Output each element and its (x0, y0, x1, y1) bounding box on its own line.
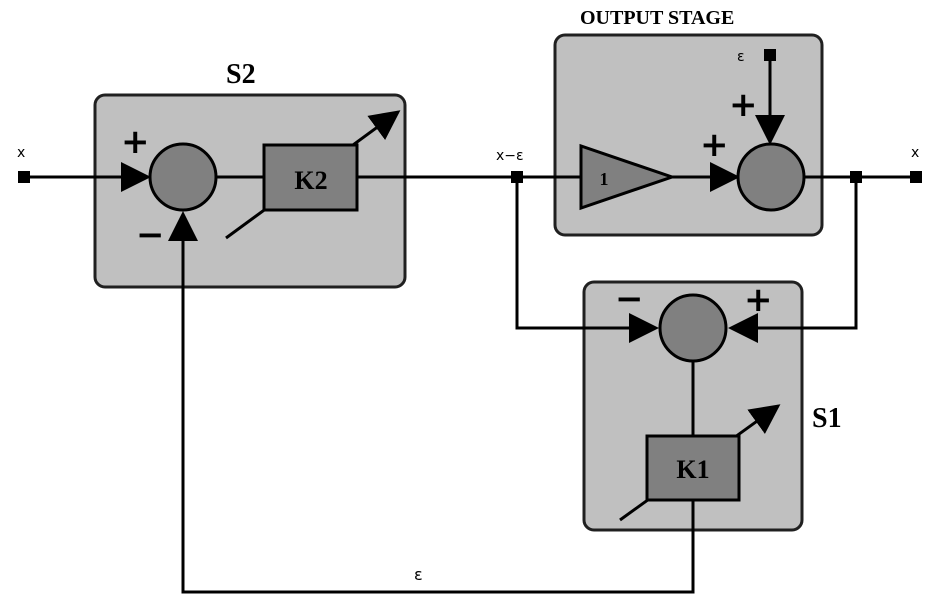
output-plus-left-sign: + (700, 125, 729, 165)
mid-node (511, 171, 523, 183)
mid-signal-label: x−ε (496, 148, 524, 164)
s1-summing-junction (658, 293, 728, 363)
amplifier-triangle (579, 143, 677, 211)
s2-summing-junction (148, 142, 218, 212)
input-signal-label: x (17, 145, 25, 161)
amplifier-gain-label: 1 (600, 169, 609, 189)
output-stage-title: OUTPUT STAGE (580, 7, 734, 29)
s1-title: S1 (812, 403, 842, 434)
s1-plus-sign: + (744, 280, 773, 320)
s2-title: S2 (226, 59, 256, 90)
output-plus-top-sign: + (729, 85, 758, 125)
output-branch-node (850, 171, 862, 183)
feedback-signal-label: ε (414, 565, 423, 584)
output-signal-label: x (911, 145, 919, 161)
wire-feedback (168, 211, 695, 594)
output-summing-junction (736, 142, 806, 212)
wire-mid-to-s1 (515, 177, 659, 343)
k2-gain-block (262, 143, 359, 212)
output-terminal (910, 171, 922, 183)
k1-gain-block (645, 434, 741, 502)
error-input-label: ε (737, 49, 745, 65)
input-terminal (18, 171, 30, 183)
s2-plus-sign: + (121, 122, 150, 162)
s2-minus-sign: − (136, 215, 165, 255)
k2-gain-label: K2 (294, 166, 327, 195)
k1-gain-label: K1 (676, 455, 709, 484)
error-input-terminal (764, 49, 776, 61)
wire-output-to-s1 (728, 177, 858, 343)
s1-minus-sign: − (615, 279, 644, 319)
